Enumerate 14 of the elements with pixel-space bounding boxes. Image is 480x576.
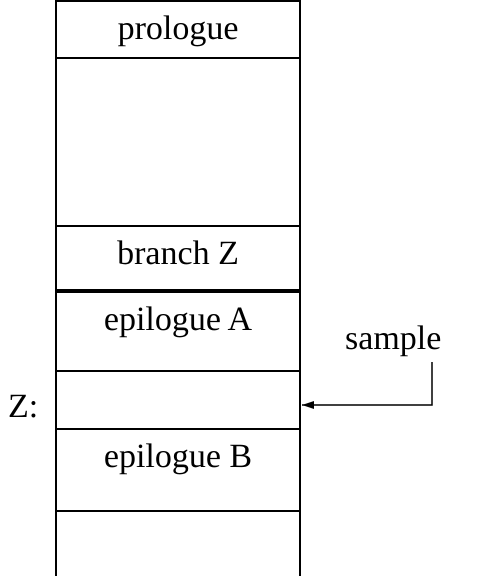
cell-label: branch Z: [117, 237, 239, 271]
empty-cell: [55, 510, 301, 576]
arrow: [302, 362, 433, 409]
stack-cell: [55, 225, 301, 291]
cell-label: epilogue B: [104, 440, 252, 474]
annotation-text: sample: [345, 322, 442, 356]
cell-label: epilogue A: [104, 303, 252, 337]
empty-cell: [55, 57, 301, 227]
stack-cell: [55, 428, 301, 512]
stack-cell: [55, 0, 301, 59]
stack-cell: [55, 291, 301, 372]
address-label: Z:: [8, 390, 38, 424]
empty-cell: [55, 370, 301, 430]
cell-label: prologue: [118, 12, 238, 46]
